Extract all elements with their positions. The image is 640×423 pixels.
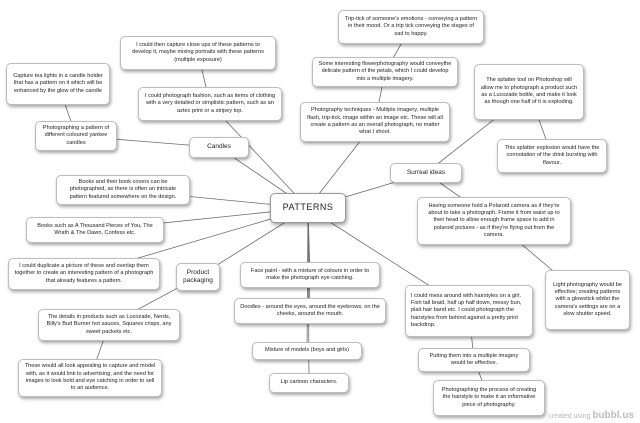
bubble-fashion[interactable]: I could photograph fashion, such as item… (138, 87, 282, 121)
bubble-text: Face paint - with a mixture of colours i… (250, 267, 370, 281)
bubble-text: Books such as A Thousand Pieces of You, … (37, 222, 153, 236)
bubble-close-ups[interactable]: I could then capture close ups of these … (120, 36, 276, 70)
bubble-text: Books and their book covers can be photo… (69, 179, 177, 200)
bubblus-watermark: created using bubbl.us (548, 410, 634, 421)
bubble-yankee-candles[interactable]: Photographing a pattern of different col… (35, 121, 117, 151)
bubble-text: This splatter explosion would have the c… (504, 145, 600, 166)
bubble-product-details[interactable]: The details in products such as Lucozade… (38, 309, 180, 341)
bubble-text: Photographing a pattern of different col… (42, 125, 110, 146)
bubble-product-packaging[interactable]: Product packaging (176, 263, 220, 291)
bubble-photography-techniques[interactable]: Photography techniques - Multiple imager… (300, 102, 450, 142)
bubble-text: Doodles - around the eyes, around the ey… (240, 303, 380, 317)
bubble-label: Product packaging (183, 268, 213, 284)
bubble-text: The splatter tool on Photoshop will allo… (480, 77, 578, 106)
bubble-label: Candles (207, 143, 231, 151)
bubble-text: Photography techniques - Multiple imager… (307, 107, 443, 136)
bubble-text: Putting them into a multiple imagery wou… (429, 352, 519, 366)
bubble-surreal-ideas[interactable]: Surreal ideas (390, 163, 462, 183)
bubble-text: Capture tea lights in a candle holder th… (13, 73, 103, 94)
bubble-text: These would all look appealing to captur… (24, 363, 156, 392)
bubble-book-titles[interactable]: Books such as A Thousand Pieces of You, … (26, 217, 164, 243)
bubble-mixture-of-models[interactable]: Mixture of models (boys and girls) (252, 342, 362, 360)
bubble-text: I could mess around with hairstyles on a… (411, 292, 522, 328)
center-label: PATTERNS (282, 202, 334, 213)
bubble-books[interactable]: Books and their book covers can be photo… (56, 175, 190, 205)
bubble-label: Surreal ideas (406, 168, 446, 176)
watermark-brand: bubbl.us (592, 410, 634, 421)
bubble-splatter-tool[interactable]: The splatter tool on Photoshop will allo… (474, 64, 584, 120)
bubble-text: I could duplicate a picture of these and… (14, 263, 154, 284)
bubble-text: Light photography would be effective; cr… (553, 281, 622, 317)
bubble-duplicate-picture[interactable]: I could duplicate a picture of these and… (8, 258, 160, 290)
bubble-text: The details in products such as Lucozade… (46, 314, 172, 335)
bubble-text: Mixture of models (boys and girls) (265, 347, 349, 354)
bubble-text: Trip-tick of someone's emotions - convey… (344, 16, 478, 37)
bubble-text: Some interesting flowerphotography would… (318, 61, 452, 82)
bubble-text: Lip cartoon characters. (280, 379, 338, 386)
bubble-tea-lights[interactable]: Capture tea lights in a candle holder th… (6, 63, 110, 105)
bubble-text: Photographing the process of creating th… (441, 387, 537, 408)
bubble-appealing-advertising[interactable]: These would all look appealing to captur… (18, 359, 162, 397)
bubble-candles[interactable]: Candles (189, 137, 249, 158)
connector-line (209, 103, 309, 209)
bubble-hairstyle-process[interactable]: Photographing the process of creating th… (433, 380, 545, 416)
bubble-face-paint[interactable]: Face paint - with a mixture of colours i… (240, 262, 380, 288)
watermark-prefix: created using (548, 413, 591, 420)
bubble-lip-cartoon[interactable]: Lip cartoon characters. (269, 373, 349, 393)
bubble-trip-tick[interactable]: Trip-tick of someone's emotions - convey… (338, 10, 484, 44)
bubble-doodles[interactable]: Doodles - around the eyes, around the ey… (234, 298, 386, 324)
bubble-text: Having someone hold a Polaroid camera as… (428, 202, 560, 238)
bubble-hairstyles[interactable]: I could mess around with hairstyles on a… (405, 285, 533, 337)
bubble-polaroid-camera[interactable]: Having someone hold a Polaroid camera as… (417, 197, 571, 245)
bubble-flower-photography[interactable]: Some interesting flowerphotography would… (312, 57, 458, 87)
bubble-splatter-explosion[interactable]: This splatter explosion would have the c… (497, 139, 607, 173)
bubble-text: I could photograph fashion, such as item… (144, 93, 276, 114)
bubble-text: I could then capture close ups of these … (132, 42, 264, 63)
center-node-patterns[interactable]: PATTERNS (270, 193, 346, 223)
bubble-multiple-imagery[interactable]: Putting them into a multiple imagery wou… (418, 348, 530, 372)
bubble-light-photography[interactable]: Light photography would be effective; cr… (545, 270, 630, 330)
